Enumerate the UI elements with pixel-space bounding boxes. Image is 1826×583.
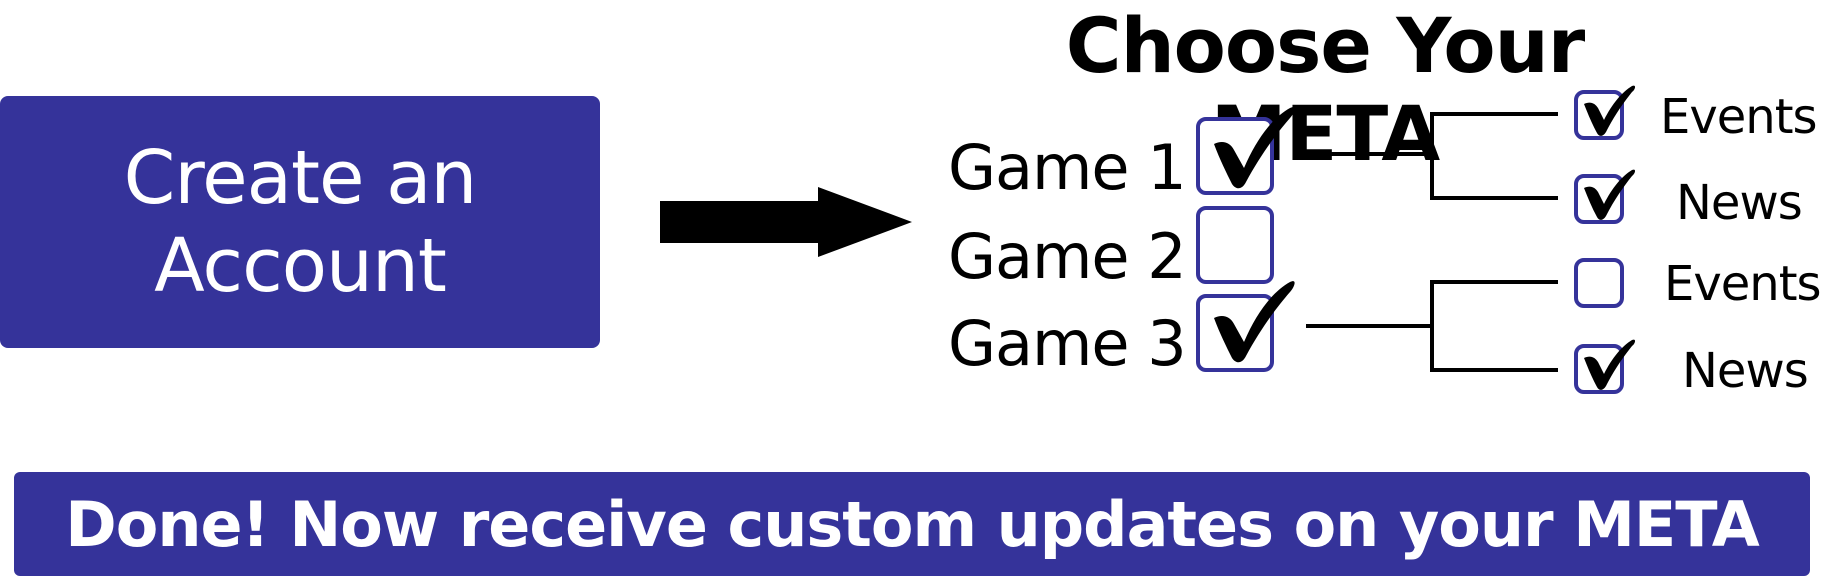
game-3-checkbox[interactable]: [1196, 281, 1295, 372]
done-banner-text: Done! Now receive custom updates on your…: [65, 487, 1759, 561]
game-3-events-label: Events: [1664, 256, 1822, 312]
right-arrow-icon: [660, 187, 912, 257]
game-3-news-checkbox[interactable]: [1574, 339, 1636, 394]
checkmark-icon: [1214, 107, 1295, 189]
game-1-news-label: News: [1676, 175, 1803, 231]
game-2-label: Game 2: [948, 220, 1187, 293]
create-account-label: Create an Account: [123, 135, 478, 309]
game-3-label: Game 3: [948, 307, 1187, 380]
game-1-events-checkbox[interactable]: [1574, 85, 1636, 140]
game-1-label: Game 1: [948, 131, 1187, 204]
game-3-news-label: News: [1682, 343, 1809, 399]
game-3-connector: [1306, 280, 1558, 372]
game-1-checkbox[interactable]: [1196, 107, 1295, 195]
game-1-connector: [1306, 112, 1558, 200]
create-account-box[interactable]: Create an Account: [0, 96, 600, 348]
checkmark-icon: [1584, 169, 1636, 220]
game-3-events-checkbox[interactable]: [1574, 258, 1624, 308]
page-title: Choose Your META: [1065, 1, 1585, 178]
game-1-events-label: Events: [1660, 89, 1818, 145]
checkmark-icon: [1214, 281, 1295, 363]
checkmark-icon: [1584, 339, 1636, 390]
checkmark-icon: [1584, 85, 1636, 136]
done-banner: Done! Now receive custom updates on your…: [14, 472, 1810, 576]
game-2-checkbox[interactable]: [1196, 206, 1274, 284]
game-1-news-checkbox[interactable]: [1574, 169, 1636, 224]
